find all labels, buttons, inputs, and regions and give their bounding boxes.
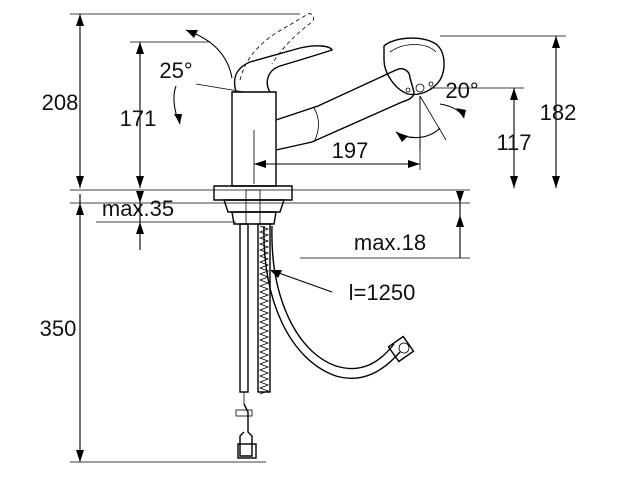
dim-208-line (70, 13, 300, 188)
label-hose-length: l=1250 (349, 280, 416, 305)
dim-171-line (130, 41, 210, 188)
dim-20-angle (395, 95, 466, 150)
mounting-rod (239, 223, 249, 404)
label-208: 208 (42, 90, 79, 115)
label-20-deg: 20° (445, 78, 478, 103)
label-197: 197 (332, 138, 369, 163)
dim-25-angle (173, 29, 245, 125)
label-117: 117 (496, 130, 531, 155)
hose-length-leader (270, 270, 333, 293)
label-182: 182 (540, 100, 577, 125)
dim-350-line (70, 194, 266, 463)
dim-max18-line (300, 191, 470, 259)
label-25-deg: 25° (159, 58, 192, 83)
label-350: 350 (40, 316, 77, 341)
dim-max35-line (96, 191, 236, 250)
label-max35: max.35 (102, 196, 174, 221)
label-max18: max.18 (354, 230, 426, 255)
dim-117-line (430, 87, 524, 188)
faucet-body (231, 13, 445, 187)
deck-base (70, 185, 470, 225)
label-171: 171 (120, 106, 157, 131)
dim-182-line (440, 35, 566, 188)
connector-fitting (235, 403, 257, 459)
